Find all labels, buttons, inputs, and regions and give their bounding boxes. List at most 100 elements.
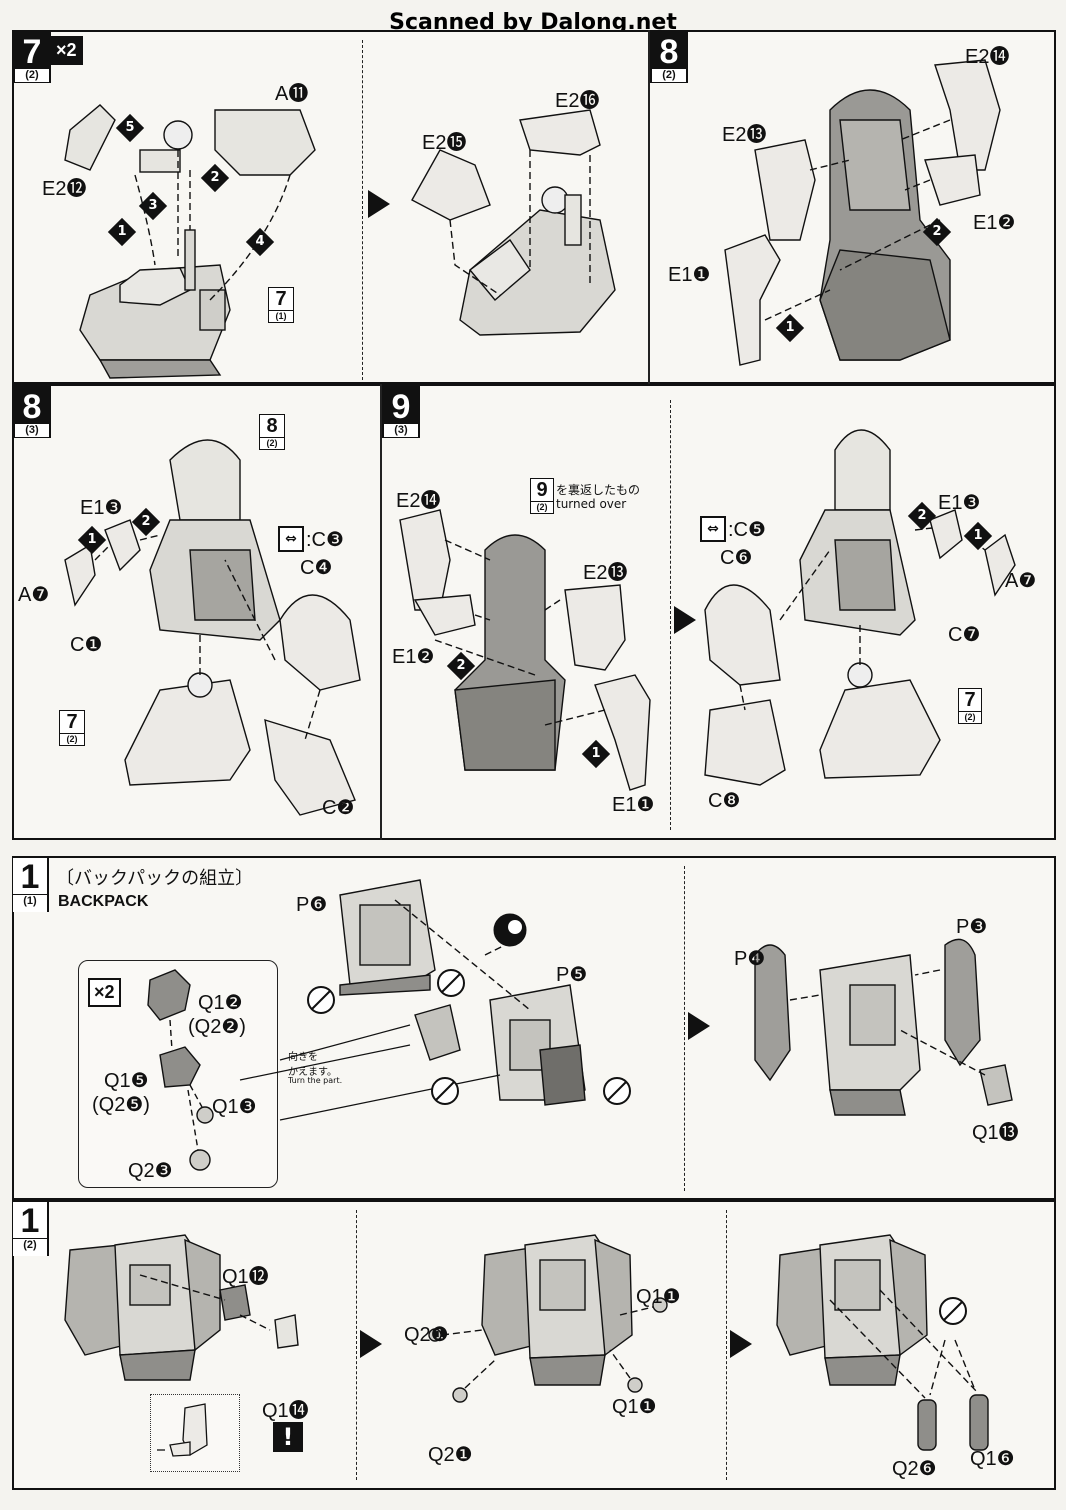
part-E1-1: E1❶ <box>612 794 655 816</box>
part-E2-15: E2⓯ <box>422 132 467 154</box>
do-not-glue-icon <box>603 1077 631 1105</box>
next-arrow <box>674 606 696 634</box>
ref-7-1: 7(1) <box>268 287 294 323</box>
turned-over-jp: を裏返したもの <box>556 483 641 497</box>
part-Q1-12: Q1⓬ <box>222 1266 269 1288</box>
divider <box>648 30 650 384</box>
part-Q2-1: Q2❶ <box>404 1324 449 1346</box>
ref-7-2: 7(2) <box>59 710 85 746</box>
turned-over-en: turned over <box>556 497 627 511</box>
part-Q1-3: Q1❸ <box>212 1096 257 1118</box>
part-C4: C❹ <box>300 557 333 579</box>
part-C2: C❷ <box>322 797 355 819</box>
part-E2-14: E2⓮ <box>965 46 1010 68</box>
step-9-number: 9(3) <box>382 386 420 438</box>
backpack-step-1-2-number: 1(2) <box>13 1202 49 1256</box>
torso-armor-illustration <box>724 59 1001 366</box>
next-arrow <box>368 190 390 218</box>
order-1: 1 <box>775 313 805 343</box>
part-Q2-2: (Q2❷) <box>188 1016 246 1038</box>
do-not-glue-icon <box>939 1297 967 1325</box>
order-3: 3 <box>138 191 168 221</box>
part-E1-1: E1❶ <box>668 264 711 286</box>
part-Q2-3: Q2❸ <box>128 1160 173 1182</box>
part-E2-13: E2⓭ <box>722 124 767 146</box>
do-not-glue-icon <box>307 986 335 1014</box>
order-4: 4 <box>245 227 275 257</box>
part-C1: C❶ <box>70 634 103 656</box>
part-Q1-2: Q1❷ <box>198 992 243 1014</box>
part-P3: P❸ <box>956 916 988 938</box>
section-title-jp: 〔バックパックの組立〕 <box>56 868 254 889</box>
part-E1-2: E1❷ <box>392 646 435 668</box>
torso-shell-illustration <box>411 109 616 336</box>
do-not-glue-icon <box>431 1077 459 1105</box>
next-arrow <box>730 1330 752 1358</box>
backpack-rear-illustration <box>64 1234 299 1381</box>
ref-7-2: 7(2) <box>958 688 982 724</box>
part-C7: C❼ <box>948 624 981 646</box>
turn-note-en: Turn the part. <box>288 1076 343 1085</box>
section-title-en: BACKPACK <box>58 893 149 910</box>
part-C8: C❽ <box>708 790 741 812</box>
part-C6: C❻ <box>720 547 753 569</box>
divider <box>684 866 685 1191</box>
divider <box>356 1210 357 1480</box>
backpack-assembled-illustration <box>754 938 1013 1116</box>
part-A7: A❼ <box>18 584 50 606</box>
step-8-3-number: 8(3) <box>13 386 51 438</box>
part-P4: P❹ <box>734 948 766 970</box>
backpack-core-illustration <box>239 879 586 1121</box>
step-8-2-number: 8(2) <box>650 31 688 83</box>
part-Q1-6: Q1❻ <box>970 1448 1015 1470</box>
part-Q2-1: Q2❶ <box>428 1444 473 1466</box>
order-2: 2 <box>922 217 952 247</box>
part-Q1-13: Q1⓭ <box>972 1122 1019 1144</box>
divider <box>362 40 363 380</box>
part-C3: :C❸ <box>306 529 344 551</box>
ref-9-2: 9(2) <box>530 478 554 514</box>
part-Q2-5: (Q2❺) <box>92 1094 150 1116</box>
part-E2-14: E2⓮ <box>396 490 441 512</box>
step-7-number: 7(2) <box>13 31 51 83</box>
turn-note-jp: 向きを かえます。 <box>288 1052 337 1078</box>
part-Q1-1: Q1❶ <box>636 1286 681 1308</box>
backpack-step-1-number: 1(1) <box>13 858 49 912</box>
order-2: 2 <box>907 501 937 531</box>
order-1: 1 <box>77 525 107 555</box>
part-E1-3: E1❸ <box>938 492 981 514</box>
part-E2-12: E2⓬ <box>42 178 87 200</box>
order-2: 2 <box>131 507 161 537</box>
quantity-badge: ×2 <box>50 36 83 65</box>
part-E2-16: E2⓰ <box>555 90 600 112</box>
torso-base-illustration <box>64 104 316 379</box>
part-E1-2: E1❷ <box>973 212 1016 234</box>
part-E2-13: E2⓭ <box>583 562 628 584</box>
ref-8-2: 8(2) <box>259 414 285 450</box>
part-Q2-6: Q2❻ <box>892 1458 937 1480</box>
part-Q1-1: Q1❶ <box>612 1396 657 1418</box>
part-A7: A❼ <box>1005 570 1037 592</box>
part-P6: P❻ <box>296 894 328 916</box>
detail-part-illustration <box>157 1403 208 1457</box>
part-A11: A⓫ <box>275 83 309 105</box>
next-arrow <box>360 1330 382 1358</box>
order-5: 5 <box>115 113 145 143</box>
divider <box>380 384 382 840</box>
order-1: 1 <box>963 521 993 551</box>
part-P5: P❺ <box>556 964 588 986</box>
do-not-glue-icon <box>437 969 465 997</box>
upper-body-assembly-illustration <box>64 439 361 816</box>
front-body-assembly-illustration <box>704 429 1016 786</box>
swap-icon: ⇔ <box>278 526 304 552</box>
backpack-final-illustration <box>776 1234 989 1451</box>
order-1: 1 <box>581 739 611 769</box>
part-Q1-5: Q1❺ <box>104 1070 149 1092</box>
divider <box>670 400 671 830</box>
backpack-rear-mid-illustration <box>428 1234 668 1403</box>
caution-icon: ! <box>273 1422 303 1452</box>
order-2: 2 <box>200 163 230 193</box>
order-2: 2 <box>446 651 476 681</box>
swap-icon: ⇔ <box>700 516 726 542</box>
next-arrow <box>688 1012 710 1040</box>
